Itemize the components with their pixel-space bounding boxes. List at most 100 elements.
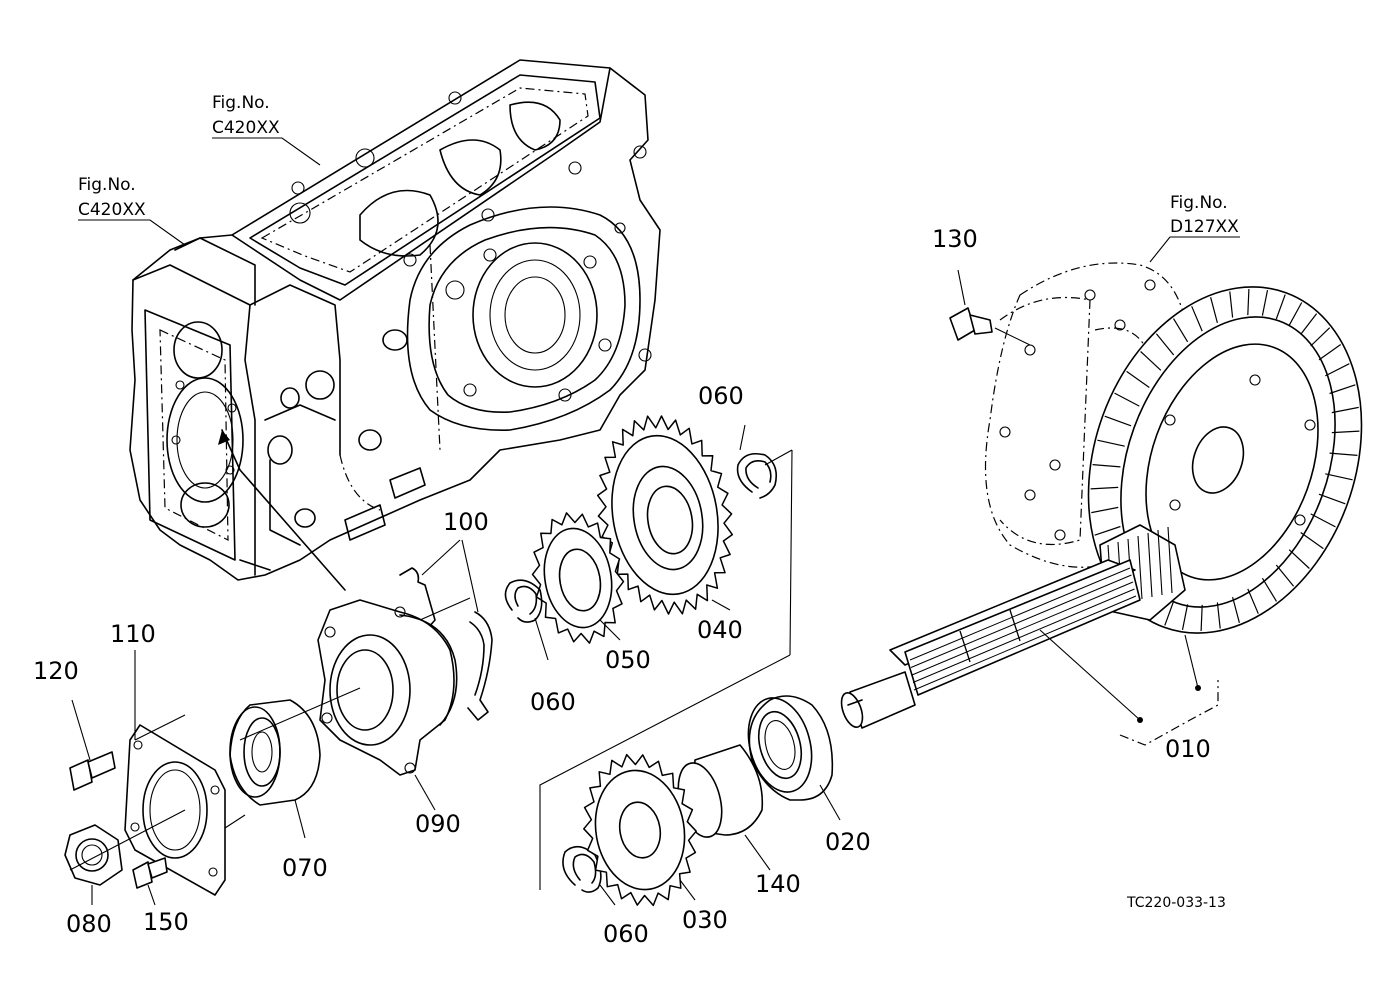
ring-gear-tooth bbox=[1331, 406, 1359, 414]
ring-gear-tooth bbox=[1329, 384, 1356, 395]
fig-ref-housing-left: Fig.No. C420XX bbox=[78, 175, 186, 246]
ring-gear-tooth bbox=[1200, 604, 1203, 632]
shaft-spline-line bbox=[911, 581, 1134, 676]
ring-gear-tooth bbox=[1300, 532, 1324, 550]
shaft-spline-line bbox=[912, 588, 1135, 683]
gear-030 bbox=[583, 753, 697, 907]
part-label-110: 110 bbox=[110, 620, 156, 648]
bearing-holder-090 bbox=[317, 599, 458, 811]
shim-100 bbox=[399, 539, 493, 721]
part-label-120: 120 bbox=[33, 657, 79, 685]
pinion-tooth bbox=[1137, 535, 1143, 600]
ring-gear-tooth bbox=[1310, 327, 1331, 347]
ring-gear-tooth bbox=[1261, 577, 1278, 602]
shaft-splines bbox=[909, 567, 1137, 691]
part-label-150: 150 bbox=[143, 908, 189, 936]
part-label-040: 040 bbox=[697, 616, 743, 644]
fig-ref-differential: Fig.No. D127XX bbox=[1149, 193, 1240, 263]
pinion-tooth bbox=[1147, 532, 1153, 598]
ring-gear-tooth bbox=[1310, 513, 1336, 528]
part-label-080: 080 bbox=[66, 910, 112, 938]
snap-ring-060-middle bbox=[504, 579, 549, 661]
fig-ref-differential-line2: D127XX bbox=[1170, 217, 1239, 237]
part-label-050: 050 bbox=[605, 646, 651, 674]
fig-ref-housing-top: Fig.No. C420XX bbox=[212, 93, 321, 166]
ring-gear-tooth bbox=[1247, 288, 1250, 316]
part-label-060-upper: 060 bbox=[698, 382, 744, 410]
fig-ref-housing-left-line2: C420XX bbox=[78, 200, 146, 220]
ring-gear-tooth bbox=[1216, 602, 1221, 629]
ring-gear-tooth bbox=[1275, 564, 1295, 587]
bolt-150 bbox=[132, 857, 168, 906]
ring-gear-tooth bbox=[1232, 596, 1240, 623]
part-label-010: 010 bbox=[1165, 735, 1211, 763]
shaft-spline-line bbox=[910, 574, 1132, 668]
part-label-060-lower: 060 bbox=[603, 920, 649, 948]
drawing-code: TC220-033-13 bbox=[1126, 895, 1226, 911]
ring-gear-tooth bbox=[1126, 370, 1150, 388]
ring-gear-tooth bbox=[1318, 344, 1342, 361]
ring-gear-tooth bbox=[1155, 333, 1175, 356]
ring-gear-tooth bbox=[1329, 452, 1358, 456]
ring-gear-tooth bbox=[1092, 464, 1121, 468]
ring-gear-tooth bbox=[1229, 291, 1234, 318]
part-label-140: 140 bbox=[755, 870, 801, 898]
part-label-030: 030 bbox=[682, 906, 728, 934]
pinion-shaft bbox=[840, 524, 1186, 729]
pinion-tooth bbox=[1167, 526, 1173, 594]
ring-gear-tooth bbox=[1288, 549, 1310, 569]
gear-050 bbox=[531, 512, 625, 644]
ring-gear-tooth bbox=[1094, 525, 1121, 536]
shaft-spline-line bbox=[909, 567, 1131, 661]
ring-gear-tooth bbox=[1325, 363, 1350, 377]
ring-gear-tooth bbox=[1247, 588, 1259, 614]
ring-gear-tooth bbox=[1091, 506, 1119, 514]
part-label-020: 020 bbox=[825, 828, 871, 856]
sleeve-140 bbox=[677, 744, 771, 871]
ring-gear-tooth bbox=[1172, 318, 1189, 343]
ring-gear-tooth bbox=[1114, 392, 1140, 407]
gear-040 bbox=[596, 415, 734, 615]
part-label-070: 070 bbox=[282, 854, 328, 882]
shaft-ring-groove bbox=[1009, 609, 1021, 642]
ring-gear-tooth bbox=[1261, 289, 1269, 316]
fig-ref-housing-top-line2: C420XX bbox=[212, 118, 280, 138]
bolt-120 bbox=[69, 699, 116, 791]
shaft-ring-groove bbox=[959, 630, 971, 663]
part-010-leaders bbox=[1039, 629, 1219, 746]
ring-gear-tooth bbox=[1210, 297, 1218, 324]
part-label-090: 090 bbox=[415, 810, 461, 838]
ring-gear-tooth bbox=[1275, 294, 1286, 320]
ring-gear-tooth bbox=[1300, 313, 1318, 335]
shaft-spline-line bbox=[913, 595, 1137, 691]
cover-plate-110 bbox=[124, 650, 226, 896]
bearing-020 bbox=[747, 695, 841, 821]
part-labels: 010 020 030 040 050 060 060 060 070 080 … bbox=[33, 225, 1211, 948]
ring-gear-tooth bbox=[1325, 473, 1353, 481]
ring-gear-tooth bbox=[1104, 415, 1132, 427]
lower-bracket bbox=[539, 449, 793, 890]
ring-gear-tooth bbox=[1090, 486, 1119, 490]
ring-gear-tooth bbox=[1140, 351, 1162, 371]
bearing-070 bbox=[229, 699, 321, 839]
nut-080 bbox=[64, 824, 123, 905]
fig-ref-housing-left-line1: Fig.No. bbox=[78, 175, 136, 195]
ring-gear-tooth bbox=[1318, 493, 1346, 505]
ring-gear-tooth bbox=[1181, 604, 1189, 631]
ring-gear-tooth bbox=[1097, 439, 1125, 447]
ring-gear-tooth bbox=[1191, 306, 1203, 332]
ring-gear-tooth bbox=[1288, 302, 1303, 326]
assembly-axis-lines bbox=[69, 429, 471, 871]
bolt-130 bbox=[949, 269, 1031, 346]
pinion-tooth bbox=[1157, 529, 1163, 596]
part-label-060-middle: 060 bbox=[530, 688, 576, 716]
ring-gear-tooth bbox=[1164, 600, 1175, 626]
ring-gear-tooth bbox=[1331, 430, 1360, 434]
transmission-housing bbox=[129, 59, 661, 581]
fig-ref-differential-line1: Fig.No. bbox=[1170, 193, 1228, 213]
part-label-100: 100 bbox=[443, 508, 489, 536]
snap-ring-060-upper bbox=[736, 424, 778, 499]
part-label-130: 130 bbox=[932, 225, 978, 253]
fig-ref-housing-top-line1: Fig.No. bbox=[212, 93, 270, 113]
